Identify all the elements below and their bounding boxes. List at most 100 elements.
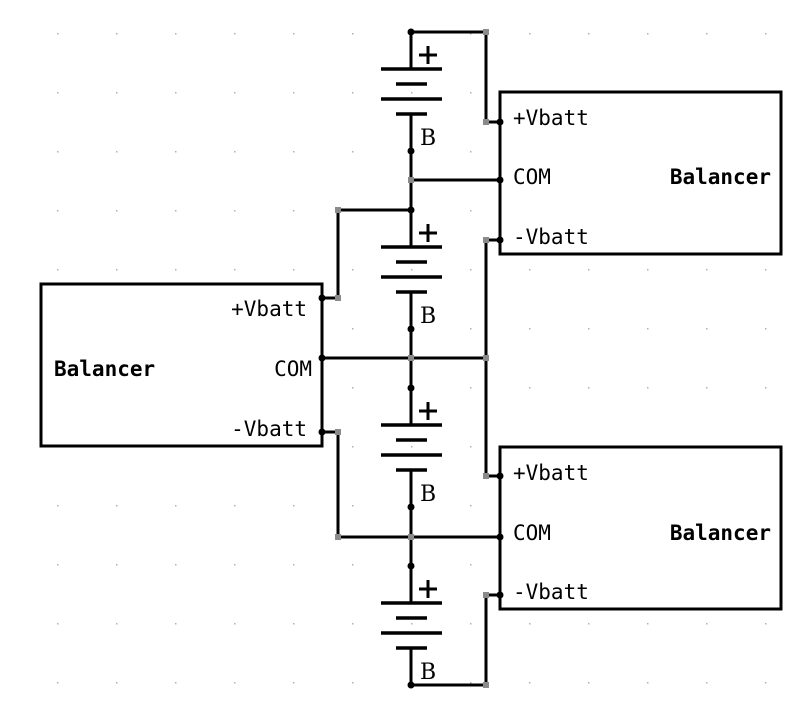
grid-dot: [352, 682, 354, 684]
grid-dot: [588, 33, 590, 35]
grid-dot: [470, 564, 472, 566]
grid-dot: [588, 623, 590, 625]
grid-dot: [352, 564, 354, 566]
grid-dot: [352, 92, 354, 94]
grid-dot: [765, 623, 767, 625]
battery-stack: B B B B: [381, 46, 442, 685]
balancer-title: Balancer: [670, 165, 771, 189]
grid-dot: [411, 92, 413, 94]
grid-dot: [411, 269, 413, 271]
balancer-box: [498, 90, 783, 256]
grid-dot: [116, 269, 118, 271]
grid-dot: [234, 92, 236, 94]
junction-dot: [407, 28, 415, 36]
grid-dot: [234, 269, 236, 271]
bend-marker: [408, 177, 414, 183]
grid-dot: [57, 505, 59, 507]
grid-dot: [470, 505, 472, 507]
grid-dot: [234, 505, 236, 507]
grid-dot: [352, 328, 354, 330]
junction-dot: [407, 503, 415, 511]
grid-dot: [765, 328, 767, 330]
junction-dot: [318, 294, 326, 302]
grid-dot: [293, 210, 295, 212]
grid-dot: [352, 269, 354, 271]
grid-dot: [57, 564, 59, 566]
battery-3: B: [381, 402, 442, 507]
grid-dot: [116, 92, 118, 94]
bend-marker: [483, 592, 489, 598]
grid-dot: [57, 682, 59, 684]
grid-dot: [470, 151, 472, 153]
grid-dot: [765, 269, 767, 271]
grid-dot: [411, 446, 413, 448]
grid-dot: [57, 210, 59, 212]
grid-dot: [352, 446, 354, 448]
grid-dot: [352, 505, 354, 507]
bend-markers: [335, 29, 489, 688]
grid-dot: [411, 623, 413, 625]
battery-1: B: [381, 46, 442, 151]
grid-dot: [765, 682, 767, 684]
grid-dot: [234, 564, 236, 566]
grid-dot: [470, 623, 472, 625]
battery-4: B: [381, 580, 442, 685]
balancer-middle-left[interactable]: +Vbatt COM -Vbatt Balancer: [39, 282, 324, 448]
grid-dot: [116, 564, 118, 566]
junction-dot: [496, 591, 504, 599]
battery-label: B: [420, 660, 436, 685]
junction-dot: [407, 562, 415, 570]
bend-marker: [335, 429, 341, 435]
grid-dot: [706, 623, 708, 625]
balancer-box: [498, 445, 783, 611]
grid-dot: [706, 33, 708, 35]
bend-marker: [483, 119, 489, 125]
balancer-bottom-right[interactable]: +Vbatt COM -Vbatt Balancer: [498, 445, 783, 611]
balancer-title: Balancer: [54, 357, 155, 381]
junction-dot: [407, 681, 415, 689]
grid-dot: [293, 269, 295, 271]
balancer-title: Balancer: [670, 521, 771, 545]
junction-dot: [496, 472, 504, 480]
grid-dot: [175, 564, 177, 566]
pin-minus-vbatt: -Vbatt: [231, 417, 307, 441]
grid-dot: [234, 210, 236, 212]
wire-bot-plus: [484, 356, 502, 478]
battery-label: B: [420, 304, 436, 329]
junction-dot: [407, 206, 415, 214]
grid-dot: [352, 623, 354, 625]
junction-dot: [407, 384, 415, 392]
pin-plus-vbatt: +Vbatt: [513, 106, 589, 130]
bend-marker: [408, 534, 414, 540]
wire-mid-minus: [320, 430, 413, 539]
grid-dot: [529, 328, 531, 330]
junction-dot: [407, 325, 415, 333]
grid-dot: [116, 33, 118, 35]
grid-dot: [293, 33, 295, 35]
grid-dot: [293, 682, 295, 684]
junctions: [318, 28, 504, 689]
bend-marker: [483, 682, 489, 688]
bend-marker: [335, 295, 341, 301]
grid-dot: [116, 682, 118, 684]
grid-dot: [529, 387, 531, 389]
grid-dot: [57, 151, 59, 153]
junction-dot: [407, 147, 415, 155]
bend-marker: [335, 207, 341, 213]
grid-dot: [470, 682, 472, 684]
grid-dot: [706, 328, 708, 330]
grid-dot: [175, 33, 177, 35]
grid-dot: [706, 682, 708, 684]
grid-dot: [706, 269, 708, 271]
bend-marker: [483, 237, 489, 243]
balancer-box: [39, 282, 324, 448]
bend-marker: [335, 534, 341, 540]
pin-plus-vbatt: +Vbatt: [231, 297, 307, 321]
grid-dot: [57, 269, 59, 271]
wire-top-plus: [409, 30, 502, 124]
balancer-top-right[interactable]: +Vbatt COM -Vbatt Balancer: [498, 90, 783, 256]
grid-dot: [175, 505, 177, 507]
wire-bot-minus: [409, 593, 502, 687]
grid-dot: [588, 387, 590, 389]
grid-dot: [293, 151, 295, 153]
